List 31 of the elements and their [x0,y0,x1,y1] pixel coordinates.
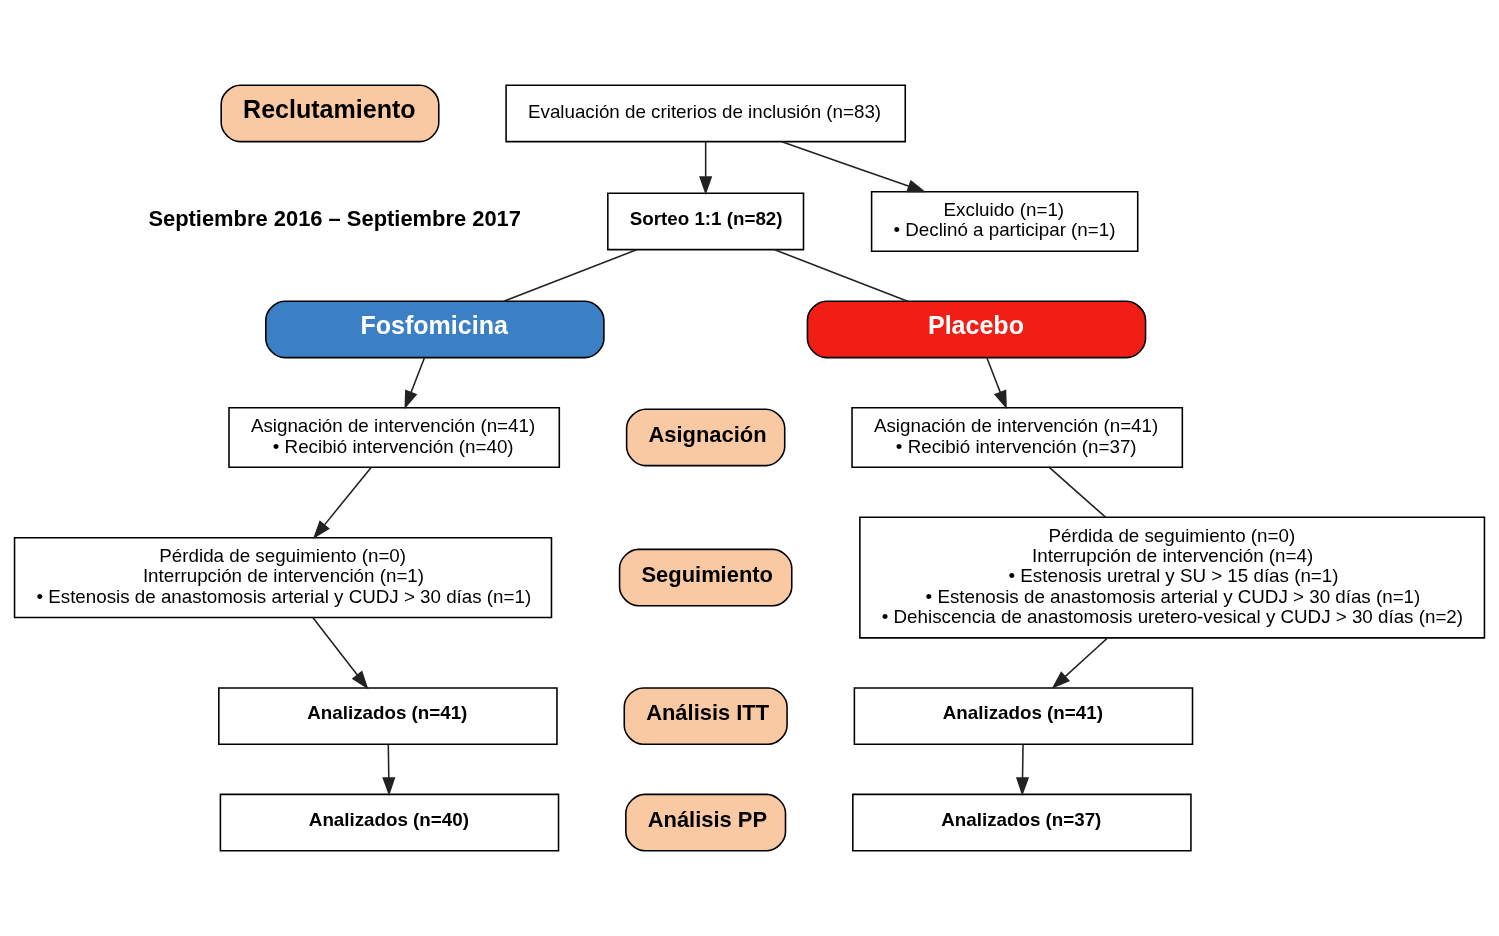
node-box: Análisis ITT [623,687,788,746]
node-label: Septiembre 2016 – Septiembre 2017 [148,205,522,231]
node-box: Reclutamiento [220,84,440,143]
node-box: Seguimiento [618,548,793,607]
node-box: Asignación de intervención (n=41) • Recibió intervención (n=37) [851,406,1184,468]
arrow [1051,637,1109,689]
arrow [699,141,713,195]
connector [1048,466,1107,518]
arrow [312,466,372,540]
node-box: Asignación [625,408,786,467]
arrow [404,357,426,410]
node-box: Sorteo 1:1 (n=82) [607,192,805,251]
node-box: Excluido (n=1) • Declinó a participar (n=1) [870,190,1139,252]
node-box: Análisis PP [625,793,787,852]
node-box: Pérdida de seguimiento (n=0) Interrupción de intervención (n=1) • Estenosis de anastomosis arterial y CUDJ > 30 días (n=1) [13,536,553,619]
node-box: Analizados (n=41) [218,687,558,746]
arrow [1015,744,1030,797]
node-box: Analizados (n=40) [219,793,560,852]
node-box: Analizados (n=37) [852,793,1192,852]
node-box: Pérdida de seguimiento (n=0) Interrupción de intervención (n=4) • Estenosis uretral y SU > 15 días (n=1) • Estenosis de anastomosis arterial y CUDJ > 30 días (n=1) • Dehiscencia de anastomosis uretero-vesical y CUDJ > 30 días (n=2) [859,516,1486,639]
node-box: Fosfomicina [265,300,605,359]
arrow [382,744,396,797]
node-box: Evaluación de criterios de inclusión (n=83) [505,84,907,143]
arrow [986,357,1007,410]
connector [502,248,638,302]
connector [773,248,909,302]
node-box: Asignación de intervención (n=41) • Recibió intervención (n=40) [228,406,561,468]
arrow [312,616,369,690]
arrow [781,140,927,193]
node-box: Placebo [806,300,1147,359]
node-box: Analizados (n=41) [853,687,1194,746]
